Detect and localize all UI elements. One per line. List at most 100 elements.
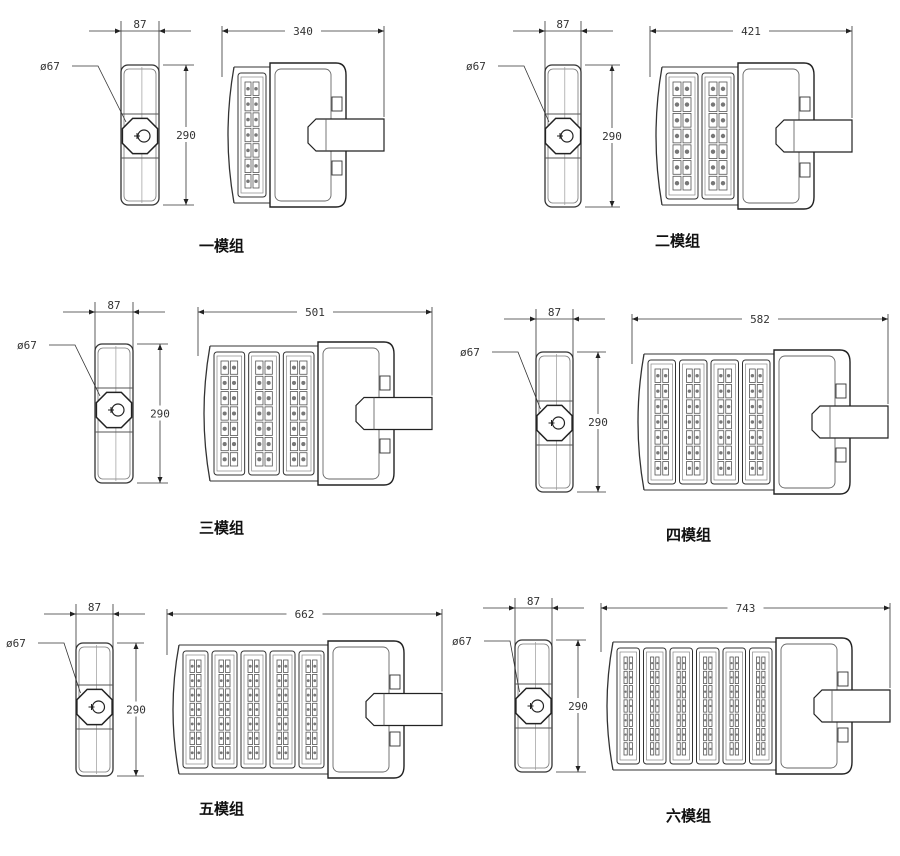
led-cell (623, 699, 628, 713)
led-cell (650, 742, 655, 756)
led-cell (672, 113, 682, 128)
led-cell (218, 717, 224, 731)
led-cell (252, 143, 260, 158)
led-module (211, 650, 238, 769)
led-cell (717, 368, 725, 383)
led-cell (628, 699, 633, 713)
caption-4-module: 四模组 (666, 526, 712, 544)
led-cell (708, 81, 718, 97)
led-cell (703, 656, 708, 670)
led-cell (255, 406, 264, 421)
led-cell (218, 688, 224, 702)
led-cell (749, 430, 756, 445)
led-cell (196, 659, 202, 673)
led-module (237, 72, 267, 198)
led-cell (708, 175, 718, 191)
led-cell (225, 659, 231, 673)
led-cell (676, 728, 681, 742)
led-cell (244, 81, 252, 96)
led-cell (761, 713, 766, 727)
led-cell (283, 688, 289, 702)
led-cell (654, 430, 662, 445)
led-cell (718, 81, 728, 97)
led-cell (717, 461, 725, 476)
dim-length: 743 (736, 602, 756, 615)
led-cell (676, 685, 681, 699)
led-cell (220, 406, 229, 421)
led-cell (276, 702, 282, 717)
led-cell (662, 368, 669, 383)
led-cell (756, 399, 764, 414)
led-cell (729, 670, 734, 684)
led-cell (283, 674, 289, 688)
led-cell (312, 688, 318, 702)
led-cell (718, 144, 728, 159)
led-cell (725, 414, 732, 430)
end-cap (172, 644, 180, 775)
led-cell (686, 368, 693, 383)
led-cell (244, 174, 252, 189)
led-cell (693, 368, 701, 383)
led-cell (229, 452, 239, 467)
led-cell (676, 670, 681, 684)
led-cell (681, 685, 686, 699)
dim-width-87: 87 (133, 18, 146, 31)
led-cell (681, 713, 686, 727)
led-module (213, 351, 246, 476)
led-cell (218, 731, 224, 745)
led-cell (255, 391, 264, 406)
led-cell (693, 430, 701, 445)
led-cell (703, 713, 708, 727)
led-cell (189, 717, 195, 731)
led-cell (276, 674, 282, 688)
dim-height-290: 290 (126, 704, 146, 717)
led-cell (305, 731, 311, 745)
led-cell (255, 360, 264, 375)
led-cell (276, 659, 282, 673)
led-cell (225, 717, 231, 731)
led-cell (628, 670, 633, 684)
caption-3-module: 三模组 (199, 519, 245, 537)
led-cell (756, 368, 764, 383)
led-cell (756, 656, 761, 670)
dim-length: 421 (741, 25, 761, 38)
led-cell (247, 731, 253, 745)
led-cell (686, 445, 693, 460)
led-cell (299, 421, 308, 436)
led-cell (729, 728, 734, 742)
led-cell (756, 728, 761, 742)
led-cell (623, 713, 628, 727)
led-cell (718, 128, 728, 144)
led-cell (312, 702, 318, 717)
pole-arm (811, 405, 889, 439)
led-cell (218, 659, 224, 673)
led-cell (225, 731, 231, 745)
dim-pole-diameter: ø67 (17, 339, 37, 352)
led-module (665, 72, 699, 200)
dim-pole-diameter: ø67 (460, 346, 480, 359)
led-cell (244, 127, 252, 143)
led-cell (672, 160, 682, 175)
led-cell (686, 430, 693, 445)
led-cell (725, 399, 732, 414)
led-cell (676, 742, 681, 756)
dim-pole-diameter: ø67 (6, 637, 26, 650)
led-cell (686, 414, 693, 430)
led-cell (254, 702, 260, 717)
led-cell (761, 670, 766, 684)
led-cell (283, 717, 289, 731)
led-cell (703, 728, 708, 742)
led-cell (708, 670, 713, 684)
led-cell (756, 699, 761, 713)
led-cell (252, 112, 260, 127)
led-module (182, 650, 209, 769)
led-cell (196, 746, 202, 760)
caption-2-module: 二模组 (655, 232, 701, 250)
led-cell (681, 656, 686, 670)
led-cell (196, 688, 202, 702)
led-cell (761, 656, 766, 670)
led-module (298, 650, 325, 769)
led-cell (196, 717, 202, 731)
